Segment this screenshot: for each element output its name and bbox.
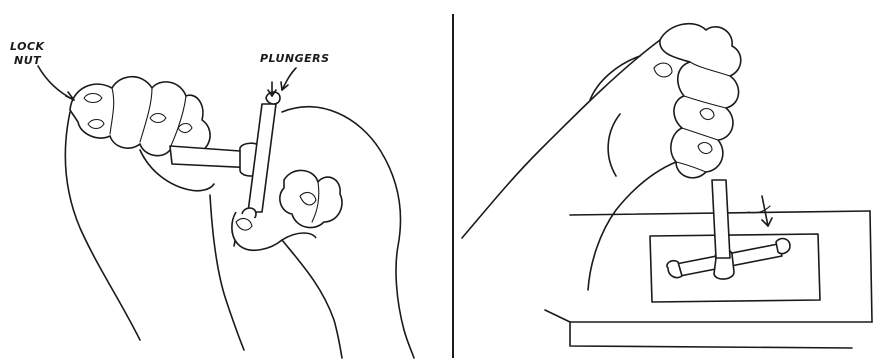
- left-panel-hands-holding-gauge: LOCK NUT PLUNGERS: [10, 40, 414, 358]
- lock-nut-label-line1: LOCK: [10, 40, 46, 53]
- right-panel-gauge-in-bore: [462, 24, 872, 348]
- lock-nut-label-line2: NUT: [14, 54, 42, 67]
- plungers-label: PLUNGERS: [260, 52, 330, 65]
